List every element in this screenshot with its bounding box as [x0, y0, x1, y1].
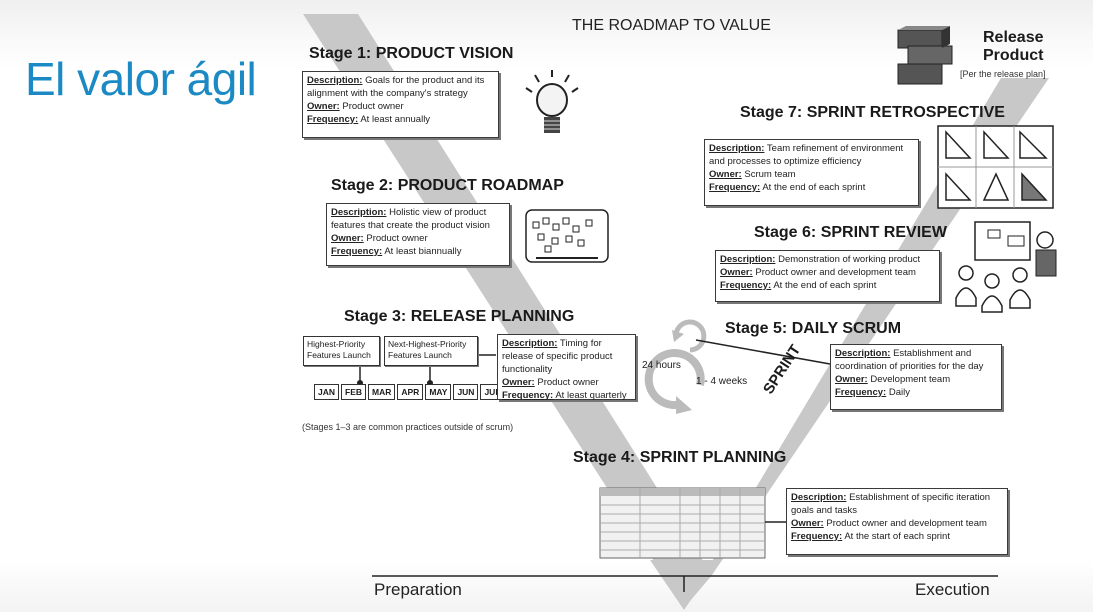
- stage-1-frequency: At least annually: [360, 114, 431, 125]
- release-line2: Product: [983, 47, 1044, 64]
- stages-note: (Stages 1–3 are common practices outside…: [302, 422, 514, 432]
- stage-6-heading: Stage 6: SPRINT REVIEW: [754, 224, 947, 241]
- description-label: Description:: [835, 348, 891, 359]
- frequency-label: Frequency:: [720, 280, 772, 291]
- stage-4-heading: Stage 4: SPRINT PLANNING: [573, 449, 787, 466]
- description-label: Description:: [307, 75, 363, 86]
- release-note: [Per the release plan]: [960, 69, 1046, 79]
- stage-2-heading: Stage 2: PRODUCT ROADMAP: [331, 177, 564, 194]
- roadmap-board-icon: [525, 209, 609, 263]
- description-label: Description:: [720, 254, 776, 265]
- stage-3-box: Description: Timing for release of speci…: [497, 334, 636, 401]
- diagram-title: THE ROADMAP TO VALUE: [572, 17, 771, 34]
- release-product-label: Release Product: [983, 29, 1044, 65]
- description-label: Description:: [791, 492, 847, 503]
- month-jan: JAN: [314, 384, 340, 400]
- triangle-grid-icon: [937, 125, 1054, 209]
- frequency-label: Frequency:: [709, 182, 761, 193]
- stage-2-owner: Product owner: [366, 233, 428, 244]
- stage-4-owner: Product owner and development team: [826, 518, 987, 529]
- feature-launch-2: Next-Highest-Priority Features Launch: [384, 336, 478, 366]
- month-timeline: JAN FEB MAR APR MAY JUN JUL: [314, 384, 505, 400]
- owner-label: Owner:: [307, 101, 340, 112]
- owner-label: Owner:: [720, 267, 753, 278]
- axis-label-preparation: Preparation: [374, 580, 462, 599]
- stage-4-box: Description: Establishment of specific i…: [786, 488, 1008, 555]
- frequency-label: Frequency:: [791, 531, 843, 542]
- stage-3-heading: Stage 3: RELEASE PLANNING: [344, 308, 575, 325]
- stage-7-frequency: At the end of each sprint: [762, 182, 866, 193]
- owner-label: Owner:: [835, 374, 868, 385]
- month-may: MAY: [425, 384, 452, 400]
- frequency-label: Frequency:: [502, 390, 554, 401]
- cycle-arrows-icon: [644, 319, 707, 414]
- stage-7-heading: Stage 7: SPRINT RETROSPECTIVE: [740, 104, 1005, 121]
- description-label: Description:: [331, 207, 387, 218]
- sprint-length-label: 1 - 4 weeks: [696, 376, 748, 387]
- stage-6-owner: Product owner and development team: [755, 267, 916, 278]
- sprint-backlog-spreadsheet-icon: [599, 487, 786, 559]
- stage-6-frequency: At the end of each sprint: [773, 280, 877, 291]
- release-line1: Release: [983, 29, 1044, 46]
- feature-launch-1: Highest-Priority Features Launch: [303, 336, 380, 366]
- stage-7-owner: Scrum team: [744, 169, 796, 180]
- description-label: Description:: [502, 338, 558, 349]
- owner-label: Owner:: [709, 169, 742, 180]
- stage-4-frequency: At the start of each sprint: [844, 531, 950, 542]
- month-feb: FEB: [341, 384, 367, 400]
- owner-label: Owner:: [331, 233, 364, 244]
- v-right-arm: [684, 78, 1049, 608]
- daily-cycle-label: 24 hours: [642, 360, 681, 371]
- stacked-blocks-icon: [897, 26, 953, 85]
- axis-label-execution: Execution: [915, 580, 990, 599]
- stage-2-description: Holistic view of product features that c…: [331, 207, 490, 231]
- stage-5-box: Description: Establishment and coordinat…: [830, 344, 1002, 410]
- frequency-label: Frequency:: [331, 246, 383, 257]
- stage-5-heading: Stage 5: DAILY SCRUM: [725, 320, 902, 337]
- daily-scrum-connector: [695, 339, 831, 365]
- stage-6-description: Demonstration of working product: [778, 254, 921, 265]
- owner-label: Owner:: [502, 377, 535, 388]
- stage-5-owner: Development team: [870, 374, 951, 385]
- stage-1-box: Description: Goals for the product and i…: [302, 71, 499, 138]
- stage-1-description: Goals for the product and its alignment …: [307, 75, 485, 99]
- stage-3-frequency: At least quarterly: [555, 390, 627, 401]
- slide-title: El valor ágil: [25, 53, 257, 105]
- month-mar: MAR: [368, 384, 396, 400]
- stage-3-description: Timing for release of specific product f…: [502, 338, 613, 375]
- stage-7-description: Team refinement of environment and proce…: [709, 143, 904, 167]
- frequency-label: Frequency:: [835, 387, 887, 398]
- stage-1-heading: Stage 1: PRODUCT VISION: [309, 45, 514, 62]
- frequency-label: Frequency:: [307, 114, 359, 125]
- stage-6-box: Description: Demonstration of working pr…: [715, 250, 940, 302]
- description-label: Description:: [709, 143, 765, 154]
- stage-5-frequency: Daily: [888, 387, 910, 398]
- owner-label: Owner:: [791, 518, 824, 529]
- stage-5-description: Establishment and coordination of priori…: [835, 348, 984, 372]
- month-apr: APR: [397, 384, 424, 400]
- presentation-audience-icon: [955, 221, 1057, 313]
- stage-7-box: Description: Team refinement of environm…: [704, 139, 919, 206]
- stage-4-description: Establishment of specific iteration goal…: [791, 492, 991, 516]
- stage-2-frequency: At least biannually: [384, 246, 462, 257]
- v-left-arm: [303, 14, 712, 608]
- stage-2-box: Description: Holistic view of product fe…: [326, 203, 510, 266]
- stage-3-owner: Product owner: [537, 377, 599, 388]
- month-jun: JUN: [453, 384, 479, 400]
- lightbulb-icon: [525, 70, 579, 133]
- stage-1-owner: Product owner: [342, 101, 404, 112]
